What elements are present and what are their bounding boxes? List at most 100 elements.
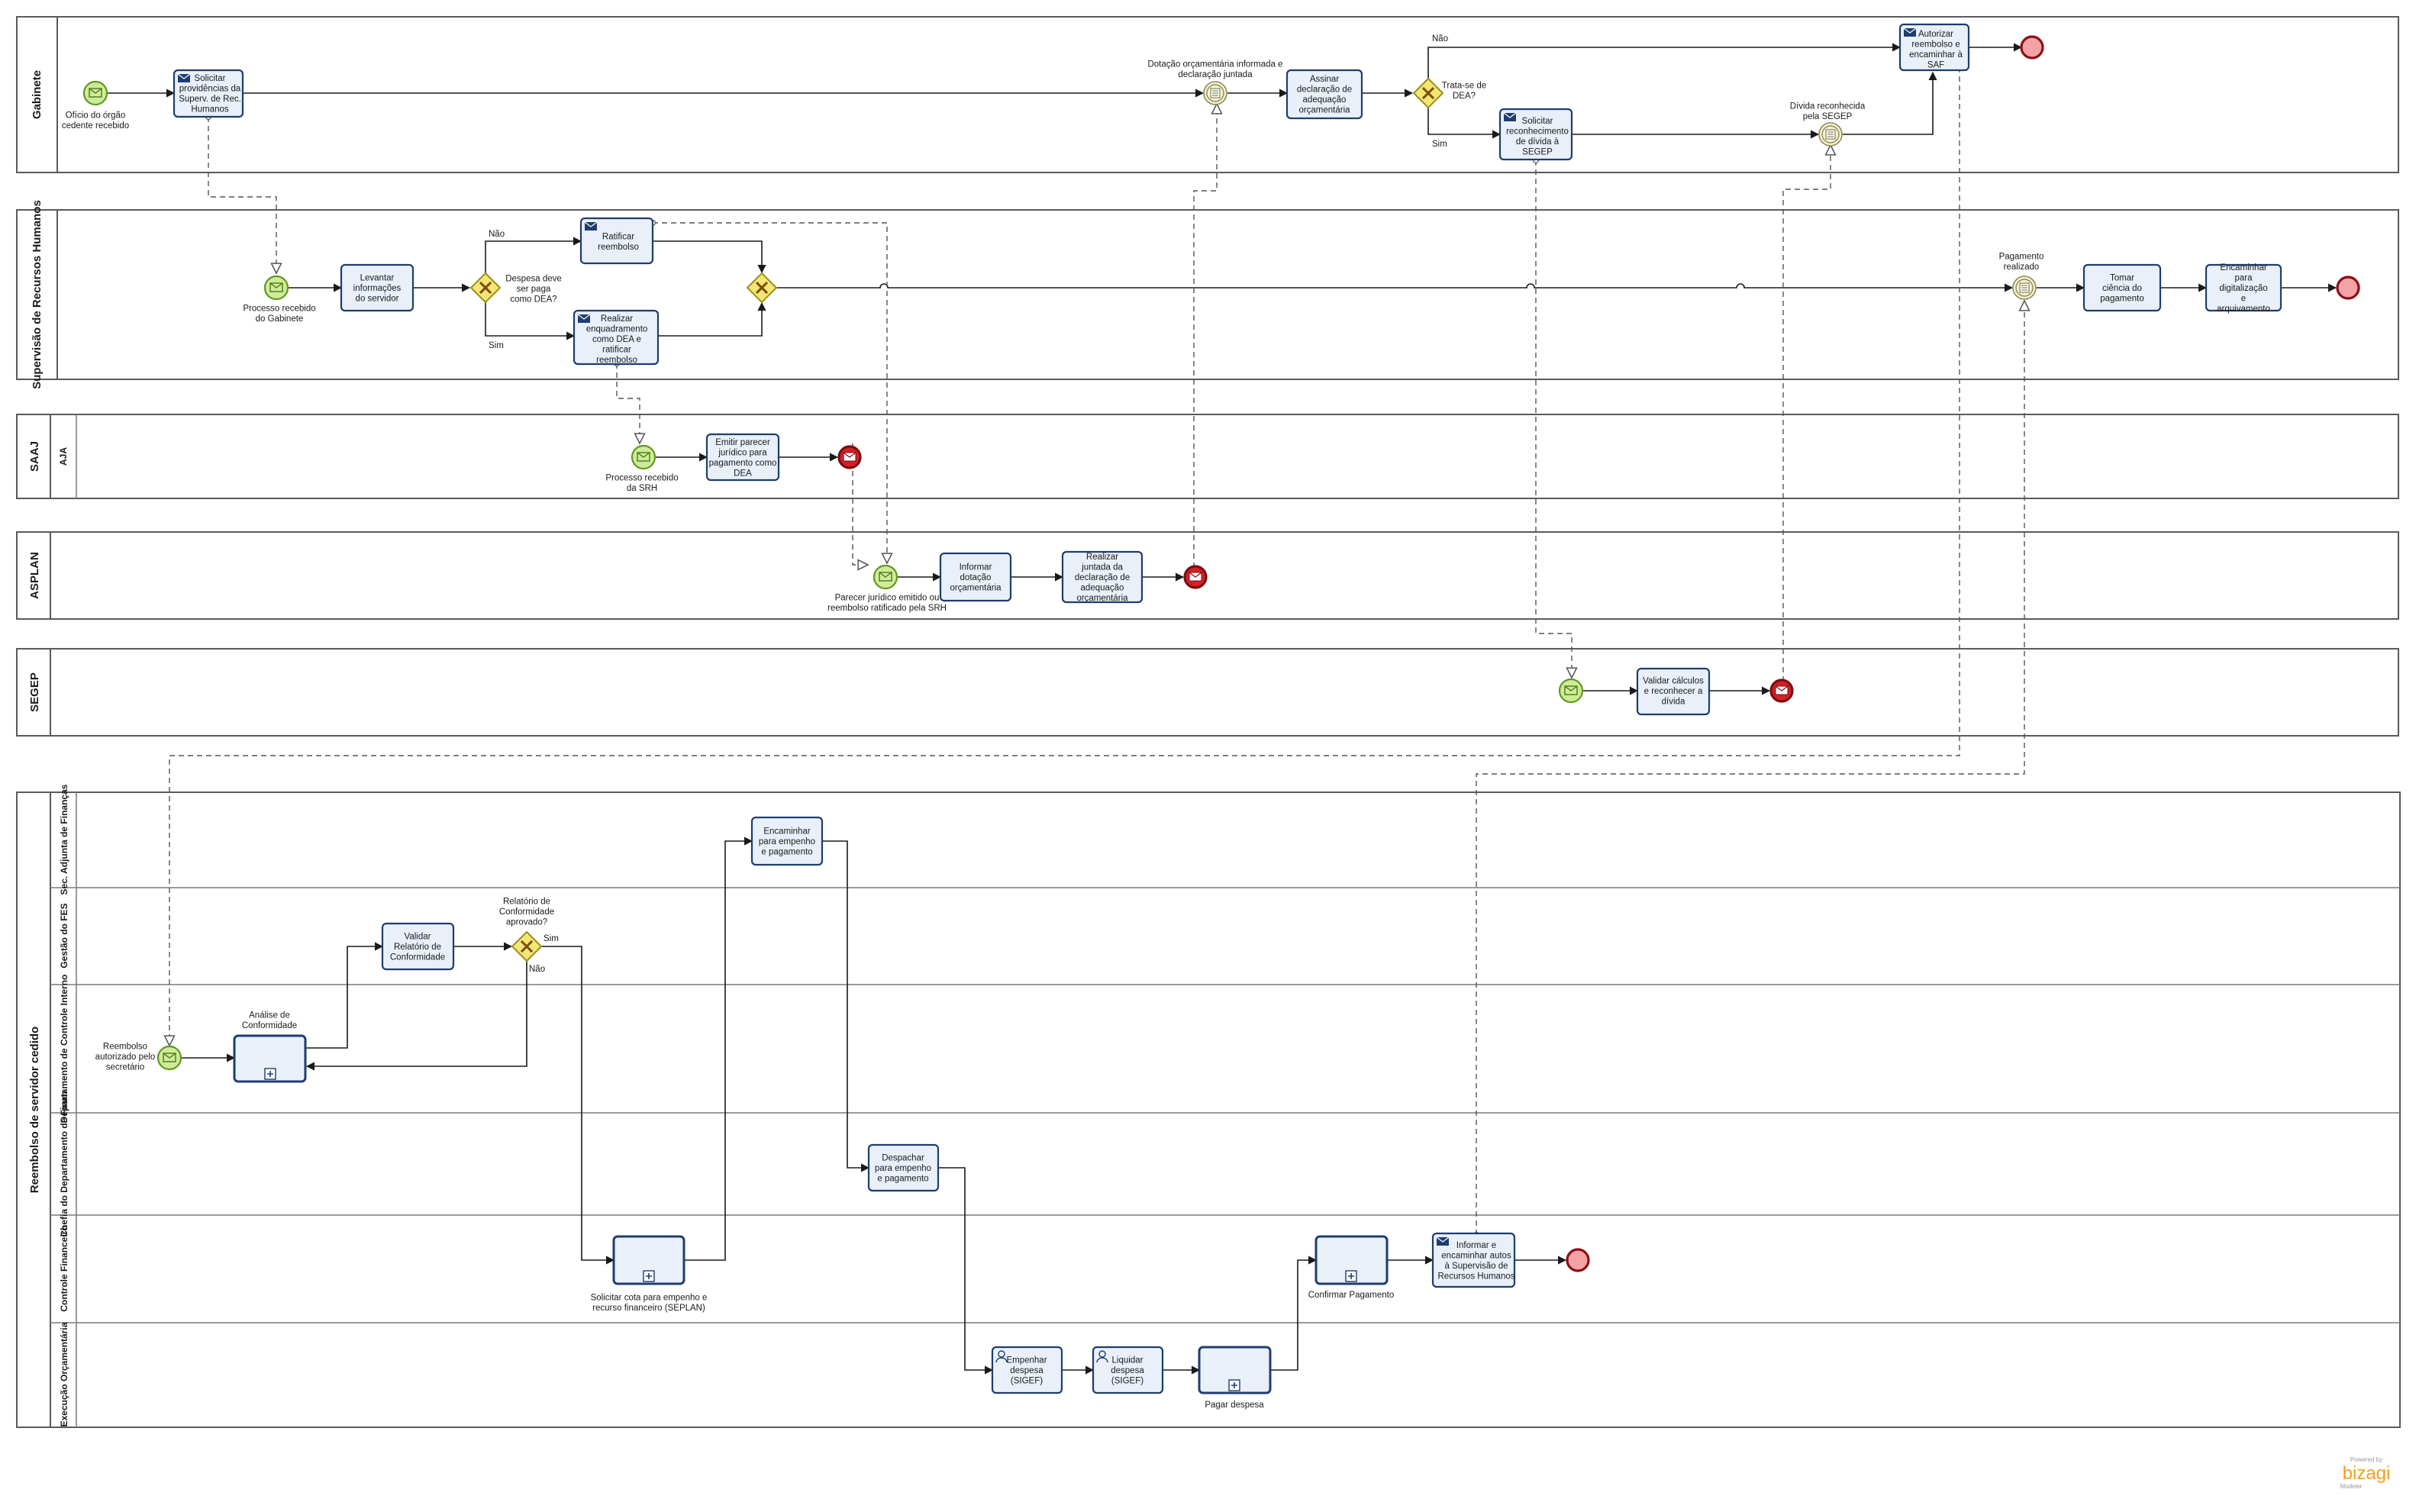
message-task-icon <box>1503 112 1517 121</box>
start-event <box>263 275 289 301</box>
lane-title: Departamento de Controle Interno <box>59 975 69 1124</box>
tasks <box>173 23 2282 1394</box>
task <box>381 922 455 971</box>
flow-label-nao: Não <box>489 230 505 239</box>
events <box>82 35 2360 1272</box>
lane-title: Controle Financeiro <box>59 1225 69 1311</box>
exclusive-gateway <box>746 272 778 304</box>
intermediate-event <box>2012 276 2037 300</box>
task <box>579 217 654 265</box>
task <box>1636 667 1711 716</box>
lane-title: Gestão do FES <box>59 903 69 968</box>
pool-segep: SEGEP <box>16 648 2399 737</box>
subprocess <box>233 1034 307 1083</box>
user-task-icon <box>1096 1350 1108 1363</box>
message-task-icon <box>1436 1236 1450 1246</box>
flow-label-nao: Não <box>1432 34 1448 44</box>
message-task-icon <box>577 314 591 323</box>
subprocess <box>1198 1346 1272 1394</box>
exclusive-gateway <box>469 272 502 304</box>
message-task-icon <box>177 73 191 82</box>
start-event <box>873 564 898 590</box>
pool-reembolso: Reembolso de servidor cedido Sec. Adjunt… <box>16 784 2401 1428</box>
pool-title: SEGEP <box>28 672 41 712</box>
flow <box>938 1167 994 1375</box>
task <box>705 433 780 482</box>
flow-label-sim: Sim <box>544 934 559 943</box>
pool-saaj: SAAJ AJA <box>16 414 2399 499</box>
subprocess <box>1314 1235 1389 1285</box>
task <box>1898 23 1970 72</box>
flow-label-sim: Sim <box>1432 140 1447 149</box>
end-message-event <box>1769 679 1794 703</box>
pool-title: ASPLAN <box>28 552 41 599</box>
end-event <box>2020 35 2044 60</box>
task <box>939 552 1012 602</box>
task <box>173 69 244 118</box>
task <box>750 816 824 866</box>
subprocess-marker-icon <box>643 1270 655 1282</box>
lane-title: Execução Orçamentária <box>59 1322 69 1427</box>
start-event <box>1558 678 1584 704</box>
task <box>1431 1232 1516 1288</box>
end-message-event <box>1183 565 1208 589</box>
start-event <box>82 80 108 106</box>
task <box>1061 550 1143 604</box>
intermediate-event <box>1818 122 1843 147</box>
subprocess-marker-icon <box>264 1068 276 1080</box>
task <box>573 309 660 366</box>
lane-title: Sec. Adjunta de Finanças <box>59 784 69 895</box>
user-task-icon <box>995 1350 1008 1363</box>
end-event <box>1566 1248 1590 1272</box>
pool-title: Reembolso de servidor cedido <box>28 1027 41 1193</box>
task-icons <box>177 27 1917 1391</box>
start-event <box>631 444 656 470</box>
exclusive-gateway <box>1412 77 1444 109</box>
subprocess-marker-icon <box>1228 1379 1240 1391</box>
message-task-icon <box>1903 27 1917 37</box>
pool-title: Gabinete <box>31 70 44 119</box>
brand-name: bizagi <box>2343 1463 2391 1484</box>
subprocess-marker-icon <box>1345 1270 1357 1282</box>
task <box>1498 108 1573 161</box>
task <box>1092 1346 1164 1394</box>
flow <box>1270 1256 1318 1371</box>
message-task-icon <box>584 221 598 231</box>
subprocess <box>612 1235 685 1285</box>
gateways <box>469 77 1444 962</box>
task <box>2082 263 2162 312</box>
start-event <box>156 1045 182 1071</box>
bizagi-logo: Powered by bizagi Modeler <box>2340 1456 2391 1490</box>
pool-title: Supervisão de Recursos Humanos <box>31 200 44 389</box>
brand-powered: Powered by <box>2350 1456 2382 1463</box>
end-message-event <box>837 445 862 469</box>
pool-asplan: ASPLAN <box>16 531 2399 620</box>
task <box>991 1346 1063 1394</box>
